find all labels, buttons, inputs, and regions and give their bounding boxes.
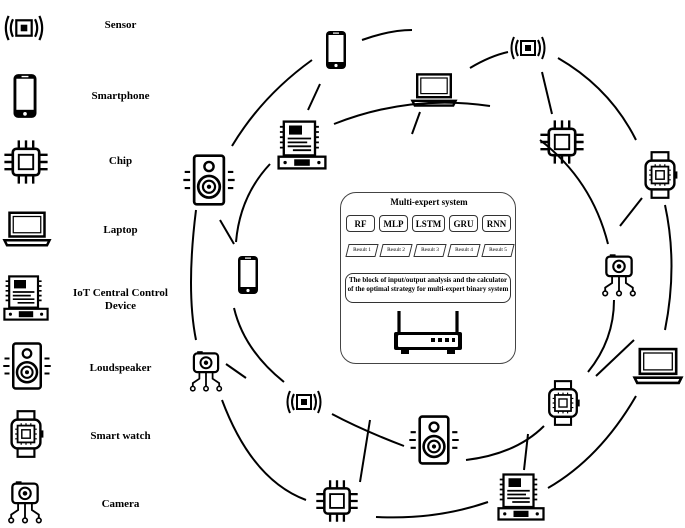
outer-ring-arc bbox=[547, 395, 637, 489]
result-box-4: Result 4 bbox=[449, 244, 479, 257]
radial-connector bbox=[219, 219, 235, 245]
sensor-icon bbox=[286, 390, 322, 414]
router-icon bbox=[391, 305, 465, 357]
radial-connector bbox=[595, 339, 635, 377]
legend-item-laptop: Laptop bbox=[0, 204, 185, 264]
device-legend: Sensor Smartphone Chip Laptop IoT Centra… bbox=[0, 0, 185, 528]
result-label: Result 3 bbox=[421, 247, 439, 253]
outer-ring-arc bbox=[664, 204, 673, 331]
result-box-2: Result 2 bbox=[381, 244, 411, 257]
outer-ring-arc bbox=[375, 501, 489, 519]
smartphone-icon bbox=[238, 256, 258, 294]
sensor-icon bbox=[2, 6, 46, 50]
result-box-5: Result 5 bbox=[483, 244, 513, 257]
outer-ring-arc bbox=[557, 57, 637, 141]
iot-device-icon bbox=[277, 120, 327, 170]
camera-icon bbox=[2, 478, 48, 526]
outer-ring-arc bbox=[231, 59, 313, 147]
radial-connector bbox=[411, 111, 421, 135]
smartphone-icon bbox=[2, 70, 48, 122]
inner-ring-arc bbox=[465, 425, 545, 461]
camera-icon bbox=[189, 350, 223, 392]
legend-item-smartphone: Smartphone bbox=[0, 70, 185, 130]
analysis-block: The block of input/output analysis and t… bbox=[345, 273, 511, 303]
legend-item-loudspeaker: Loudspeaker bbox=[0, 340, 185, 400]
radial-connector bbox=[619, 197, 643, 227]
radial-connector bbox=[359, 419, 371, 483]
iot-device-icon bbox=[497, 473, 545, 521]
legend-item-sensor: Sensor bbox=[0, 6, 185, 66]
smartwatch-icon bbox=[2, 408, 50, 460]
inner-ring-arc bbox=[235, 163, 271, 243]
loudspeaker-icon bbox=[408, 414, 460, 466]
algorithm-box-mlp: MLP bbox=[379, 215, 408, 232]
outer-ring-arc bbox=[190, 209, 197, 341]
legend-label-smartphone: Smartphone bbox=[91, 90, 150, 102]
outer-ring-arc bbox=[469, 51, 509, 69]
algorithm-box-rf: RF bbox=[346, 215, 375, 232]
chip-icon bbox=[539, 119, 585, 165]
loudspeaker-icon bbox=[2, 340, 52, 392]
result-label: Result 1 bbox=[353, 247, 371, 253]
legend-label-loudspeaker: Loudspeaker bbox=[89, 362, 152, 374]
legend-label-chip: Chip bbox=[108, 155, 133, 167]
legend-item-iot: IoT Central Control Device bbox=[0, 272, 185, 332]
inner-ring-arc bbox=[233, 307, 285, 383]
result-label: Result 4 bbox=[455, 247, 473, 253]
smartwatch-icon bbox=[644, 150, 679, 200]
result-label: Result 2 bbox=[387, 247, 405, 253]
chip-icon bbox=[315, 479, 359, 523]
radial-connector bbox=[541, 71, 553, 115]
legend-label-laptop: Laptop bbox=[103, 224, 138, 236]
result-box-1: Result 1 bbox=[347, 244, 377, 257]
inner-ring-arc bbox=[331, 413, 405, 447]
loudspeaker-icon bbox=[182, 154, 236, 206]
legend-item-chip: Chip bbox=[0, 138, 185, 198]
result-label: Result 5 bbox=[489, 247, 507, 253]
smartphone-icon bbox=[326, 31, 346, 69]
sensor-icon bbox=[510, 36, 546, 60]
algorithm-box-lstm: LSTM bbox=[412, 215, 445, 232]
legend-label-iot: IoT Central Control Device bbox=[73, 287, 168, 312]
laptop-icon bbox=[2, 204, 52, 254]
chip-icon bbox=[2, 138, 50, 186]
legend-item-camera: Camera bbox=[0, 478, 185, 528]
inner-ring-arc bbox=[587, 299, 615, 373]
multi-expert-system-panel: Multi-expert system RF MLP LSTM GRU RNN … bbox=[340, 192, 516, 364]
camera-icon bbox=[601, 253, 637, 297]
radial-connector bbox=[225, 363, 247, 379]
legend-item-smartwatch: Smart watch bbox=[0, 408, 185, 468]
iot-device-icon bbox=[2, 272, 50, 324]
laptop-icon bbox=[410, 73, 458, 107]
radial-connector bbox=[523, 433, 529, 471]
laptop-icon bbox=[633, 347, 683, 385]
inner-ring-arc bbox=[539, 139, 609, 245]
result-box-3: Result 3 bbox=[415, 244, 445, 257]
panel-title: Multi-expert system bbox=[390, 197, 468, 207]
algorithm-box-gru: GRU bbox=[449, 215, 478, 232]
inner-ring-arc bbox=[333, 101, 491, 125]
legend-label-sensor: Sensor bbox=[104, 19, 137, 31]
outer-ring-arc bbox=[221, 399, 307, 501]
smartwatch-icon bbox=[547, 379, 581, 427]
legend-label-smartwatch: Smart watch bbox=[90, 430, 151, 442]
legend-label-camera: Camera bbox=[101, 498, 140, 510]
algorithm-box-rnn: RNN bbox=[482, 215, 511, 232]
outer-ring-arc bbox=[361, 29, 413, 41]
radial-connector bbox=[307, 83, 321, 111]
